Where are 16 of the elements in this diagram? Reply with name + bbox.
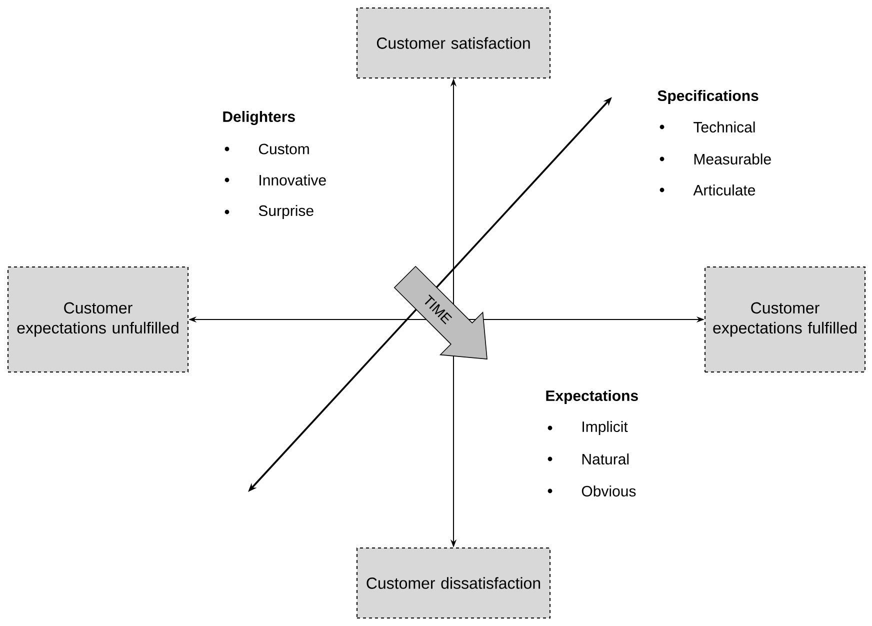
list-heading: Delighters: [223, 110, 295, 126]
list-item: Natural: [582, 454, 629, 464]
category-box: Customer expectations fulfilled: [704, 266, 866, 372]
list-heading: Specifications: [658, 90, 758, 104]
list-item: Obvious: [582, 486, 636, 496]
list-item: Measurable: [694, 154, 771, 164]
list-item: Surprise: [258, 205, 314, 219]
list-item: Articulate: [693, 184, 756, 196]
list-item: Implicit: [582, 421, 628, 435]
list-item: Custom: [258, 144, 309, 154]
category-box: Customer expectations unfulfilled: [8, 266, 188, 372]
category-box: Customer dissatisfaction: [356, 548, 550, 618]
list-item: Innovative: [260, 174, 326, 186]
list-heading: Expectations: [546, 390, 638, 404]
list-item: Technical: [694, 122, 755, 132]
category-box: Customer satisfaction: [356, 8, 550, 78]
